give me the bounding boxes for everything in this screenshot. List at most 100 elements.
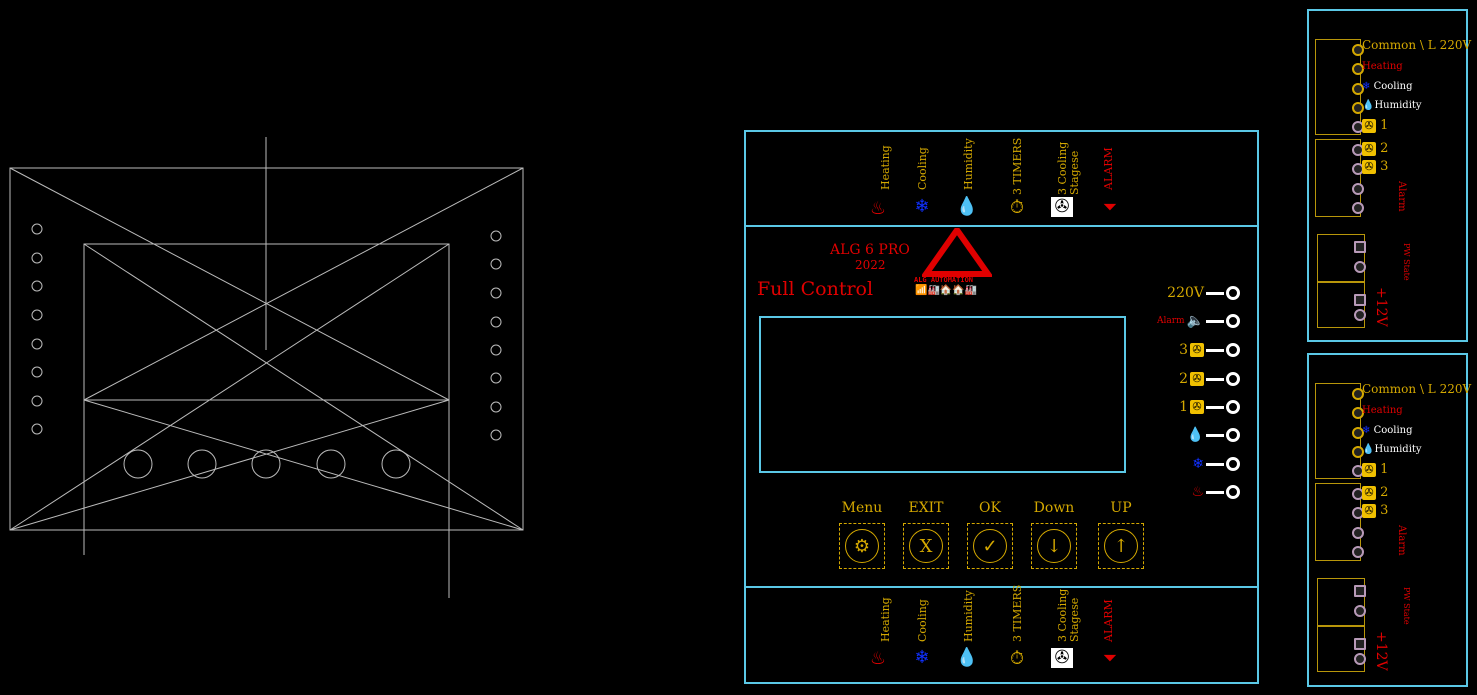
screw-terminal — [1354, 638, 1366, 650]
heater-icon: ♨ — [869, 198, 887, 219]
screw-terminal — [1354, 294, 1366, 306]
side-label-fan2: 2 — [1380, 485, 1389, 500]
side-label-alarm: Alarm — [1396, 525, 1407, 556]
side-label-humidity: Humidity — [1374, 100, 1422, 111]
alarm-horn-icon: ⏷ — [1102, 648, 1118, 669]
label-humidity: Humidity — [962, 138, 975, 190]
side-label-v12: +12V — [1373, 631, 1389, 671]
terminal-humidity: 💧 — [1187, 427, 1240, 443]
gear-icon: ⚙ — [845, 529, 879, 563]
wiring-panel-1: Common \ L 220V Heating ❄ Cooling 💧Humid… — [1307, 9, 1472, 342]
side-label-alarm: Alarm — [1396, 181, 1407, 212]
timer-icon: ⏱ — [1009, 197, 1025, 218]
menu-label: Menu — [841, 500, 883, 516]
side-label-pw: PW State — [1402, 243, 1411, 281]
tagline: Full Control — [757, 278, 874, 300]
screw-terminal — [1352, 44, 1364, 56]
screw-terminal — [1354, 241, 1366, 253]
screw-terminal — [1352, 388, 1364, 400]
screw-terminal — [1354, 261, 1366, 273]
arrow-down-icon: ↓ — [1037, 529, 1071, 563]
wireframe-drawing — [9, 137, 524, 598]
bottom-strip — [744, 586, 1259, 684]
side-label-cooling: Cooling — [1373, 81, 1413, 92]
fan-icon: ✇ — [1362, 160, 1376, 174]
ok-label: OK — [979, 500, 1001, 516]
humidity-icon: 💧 — [955, 196, 979, 217]
label-timers: 3 TIMERS — [1011, 137, 1024, 195]
display-screen — [759, 316, 1126, 473]
screw-terminal — [1352, 83, 1364, 95]
terminal-fan-2: 2✇ — [1179, 371, 1240, 387]
down-label: Down — [1033, 500, 1075, 516]
timer-icon: ⏱ — [1009, 648, 1025, 669]
close-icon: X — [909, 529, 943, 563]
alg-logo — [922, 228, 992, 277]
terminal-fan-1: 1✇ — [1179, 399, 1240, 415]
side-label-common: Common \ L 220V — [1362, 38, 1472, 52]
logo-icons: 📶🏭🏠🏠🏭 — [915, 285, 978, 296]
screw-terminal — [1352, 202, 1364, 214]
up-label: UP — [1110, 500, 1132, 516]
terminal-alarm: Alarm🔈 — [1157, 313, 1240, 329]
side-label-v12: +12V — [1373, 287, 1389, 327]
label-cooling: Cooling — [916, 599, 929, 642]
fan-icon: ✇ — [1362, 504, 1376, 518]
screw-terminal — [1352, 102, 1364, 114]
label-alarm: ALARM — [1102, 599, 1115, 642]
left-holes — [31, 223, 43, 435]
terminal-block — [1315, 139, 1361, 217]
terminal-220v: 220V — [1167, 285, 1240, 301]
button-holes — [123, 449, 411, 479]
terminal-fan-3: 3✇ — [1179, 342, 1240, 358]
alarm-horn-icon: ⏷ — [1102, 197, 1118, 218]
top-strip — [744, 130, 1259, 227]
label-cooling-stages: 3 Cooling Stagese — [1056, 588, 1081, 642]
label-heating: Heating — [879, 145, 892, 190]
side-label-heating: Heating — [1362, 405, 1403, 416]
label-heating: Heating — [879, 597, 892, 642]
wiring-panel-2: Common \ L 220V Heating ❄ Cooling 💧Humid… — [1307, 353, 1471, 687]
logo-text: ALG AUTOMATION — [914, 276, 974, 284]
fan-icon: ✇ — [1362, 463, 1376, 477]
side-label-fan3: 3 — [1380, 159, 1389, 174]
screw-terminal — [1352, 63, 1364, 75]
screw-terminal — [1352, 427, 1364, 439]
side-label-fan2: 2 — [1380, 141, 1389, 156]
side-label-fan1: 1 — [1380, 462, 1389, 477]
fan-icon: ✇ — [1362, 486, 1376, 500]
side-label-fan1: 1 — [1380, 118, 1389, 133]
fan-icon: ✇ — [1362, 142, 1376, 156]
exit-label: EXIT — [908, 500, 944, 516]
label-cooling-stages: 3 Cooling Stagese — [1056, 141, 1081, 195]
label-alarm: ALARM — [1102, 147, 1115, 190]
screw-terminal — [1354, 309, 1366, 321]
label-cooling: Cooling — [916, 147, 929, 190]
menu-button[interactable]: ⚙ — [839, 523, 885, 569]
screw-terminal — [1354, 585, 1366, 597]
heater-icon: ♨ — [869, 648, 887, 669]
check-icon: ✓ — [973, 529, 1007, 563]
model-name: ALG 6 PRO — [830, 242, 910, 258]
terminal-heating: ♨ — [1191, 484, 1240, 500]
screw-terminal — [1354, 605, 1366, 617]
label-timers: 3 TIMERS — [1011, 584, 1024, 642]
screw-terminal — [1352, 183, 1364, 195]
fan-icon: ✇ — [1362, 119, 1376, 133]
screw-terminal — [1352, 527, 1364, 539]
up-button[interactable]: ↑ — [1098, 523, 1144, 569]
side-label-cooling: Cooling — [1373, 425, 1413, 436]
snowflake-icon: ❄ — [914, 196, 930, 217]
arrow-up-icon: ↑ — [1104, 529, 1138, 563]
label-humidity: Humidity — [962, 590, 975, 642]
down-button[interactable]: ↓ — [1031, 523, 1077, 569]
ok-button[interactable]: ✓ — [967, 523, 1013, 569]
right-holes — [490, 230, 502, 441]
screw-terminal — [1352, 546, 1364, 558]
model-year: 2022 — [855, 258, 886, 272]
fan-icon: ✇ — [1051, 648, 1073, 668]
terminal-block — [1315, 483, 1361, 561]
exit-button[interactable]: X — [903, 523, 949, 569]
side-label-humidity: Humidity — [1374, 444, 1422, 455]
side-label-heating: Heating — [1362, 61, 1403, 72]
